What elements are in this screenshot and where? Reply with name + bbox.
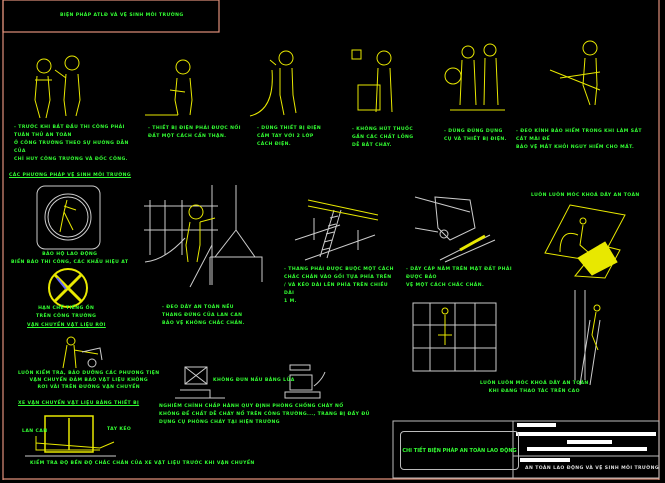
- caption-line: VỆ MỘT CÁCH CHẮC CHẮN.: [406, 283, 485, 288]
- caption-line: LUÔN KIỂM TRA, BẢO DƯỠNG CÁC PHƯƠNG TIỆN: [18, 371, 160, 376]
- caption-line: CHẮC CHẮN VÀO GỐI TỰA PHÍA TRÊN: [284, 275, 392, 280]
- caption-grounding: - THIẾT BỊ ĐIỆN PHẢI ĐƯỢC NỐI ĐẤT MỘT CÁ…: [148, 125, 248, 141]
- caption-insulated-tools: - DÙNG THIẾT BỊ ĐIỆN CẦM TAY VỚI 2 LỚP C…: [257, 125, 345, 149]
- caption-eye-protection: - ĐEO KÍNH BẢO HIỂM TRONG KHI LÀM SẮT CẮ…: [516, 128, 654, 152]
- material-cart-drawing: [25, 415, 116, 457]
- caption-line: THANG ĐỨNG CỦA LAN CAN: [162, 313, 243, 318]
- caption-cart: KIỂM TRA ĐỘ BỀN ĐỘ CHẮC CHẮN CỦA XE VẬT …: [30, 461, 255, 466]
- no-noise-sign-icon: [48, 268, 88, 308]
- caption-transport: LUÔN KIỂM TRA, BẢO DƯỠNG CÁC PHƯƠNG TIỆN…: [18, 370, 160, 391]
- caption-line: BẢO VỆ MẮT KHỎI NGUY HIỂM CHO MẮT.: [516, 145, 635, 150]
- caption-line: - DÂY CÁP NẰM TRÊN MẶT ĐẤT PHẢI ĐƯỢC BẢO: [406, 267, 512, 280]
- drawing-title: BIỆN PHÁP ATLĐ VÀ VỆ SINH MÔI TRƯỜNG: [60, 13, 184, 18]
- caption-line: TRÊN CÔNG TRƯỜNG: [36, 314, 97, 319]
- wheelbarrow-worker: [62, 336, 103, 369]
- caption-line: VẬN CHUYỂN ĐẢM BẢO VẬT LIỆU KHÔNG: [29, 378, 149, 383]
- caption-line: - KHÔNG HÚT THUỐC: [352, 127, 414, 132]
- caption-line: KHI ĐANG THAO TÁC TRÊN CAO: [488, 389, 580, 394]
- scaffold-drawing: [144, 185, 263, 288]
- caption-line: NGHIÊM CHỈNH CHẤP HÀNH QUY ĐỊNH PHÒNG CH…: [159, 404, 344, 409]
- caption-line: - ĐEO KÍNH BẢO HIỂM TRONG KHI LÀM SẮT CẮ…: [516, 129, 642, 142]
- section-heading-environment: CÁC PHƯƠNG PHÁP VỆ SINH MÔI TRƯỜNG: [9, 173, 132, 178]
- harness-drawing: [544, 204, 626, 279]
- scaffold-worker: [185, 204, 216, 263]
- caption-scaffold: - ĐEO DÂY AN TOÀN NẾU THANG ĐỨNG CỦA LAN…: [162, 304, 245, 328]
- caption-ladder: - THANG PHẢI ĐƯỢC BUỘC MỘT CÁCH CHẮC CHẮ…: [284, 266, 400, 306]
- truck-cable-drawing: [414, 196, 496, 263]
- caption-line: CÁCH ĐIỆN.: [257, 142, 292, 147]
- caption-line: - THANG PHẢI ĐƯỢC BUỘC MỘT CÁCH: [284, 267, 394, 272]
- caption-line: - ĐEO DÂY AN TOÀN NẾU: [162, 305, 234, 310]
- caption-line: CỤ VÀ THIẾT BỊ ĐIỆN.: [444, 137, 507, 142]
- worker-figures-row1: [34, 40, 601, 119]
- ladder-drawing: [294, 199, 379, 261]
- window-climb-drawing: [412, 290, 601, 386]
- caption-fire-prevention: NGHIÊM CHỈNH CHẤP HÀNH QUY ĐỊNH PHÒNG CH…: [159, 403, 370, 427]
- caption-line: - DÙNG ĐÚNG DỤNG: [444, 129, 503, 134]
- label-no-fire: KHÔNG ĐUN NẤU BẰNG LỬA: [213, 378, 295, 383]
- caption-harness: LUÔN LUÔN MÓC KHOÁ DÂY AN TOÀN: [531, 193, 640, 198]
- caption-line: BIỂN BÁO THI CÔNG, CÁC KHẨU HIỆU AT: [11, 260, 129, 265]
- caption-safety-sign: BẢO HỘ LAO ĐỘNG BIỂN BÁO THI CÔNG, CÁC K…: [11, 251, 128, 267]
- caption-line: BẢO VỆ KHÔNG CHẮC CHẮN.: [162, 321, 245, 326]
- caption-line: CẦM TAY VỚI 2 LỚP: [257, 134, 314, 139]
- heading-cart: XE VẬN CHUYỂN VẬT LIỆU BẰNG THIẾT BỊ: [18, 401, 140, 406]
- caption-work-at-height: LUÔN LUÔN MÓC KHOÁ DÂY AN TOÀN KHI ĐANG …: [480, 380, 589, 396]
- label-handle: TAY KÉO: [107, 427, 132, 432]
- caption-line: ĐẤT MỘT CÁCH CẨN THẬN.: [148, 134, 227, 139]
- caption-line: DỄ BẮT CHÁY.: [352, 143, 392, 148]
- stove-drawings: [175, 364, 326, 399]
- caption-line: - THIẾT BỊ ĐIỆN PHẢI ĐƯỢC NỐI: [148, 126, 241, 131]
- caption-line: LUÔN LUÔN MÓC KHOÁ DÂY AN TOÀN: [480, 381, 589, 386]
- caption-line: HẠN CHẾ TIẾNG ỒN: [38, 306, 95, 311]
- caption-line: RƠI VÃI TRÊN ĐƯỜNG VẬN CHUYỂN: [37, 385, 141, 390]
- caption-line: - DÙNG THIẾT BỊ ĐIỆN: [257, 126, 322, 131]
- title-block: [392, 420, 660, 479]
- caption-line: - TRƯỚC KHI BẮT ĐẦU THI CÔNG PHẢI TUÂN T…: [14, 125, 125, 138]
- caption-proper-tools: - DÙNG ĐÚNG DỤNG CỤ VÀ THIẾT BỊ ĐIỆN.: [444, 128, 510, 144]
- caption-noise: HẠN CHẾ TIẾNG ỒN TRÊN CÔNG TRƯỜNG: [36, 305, 96, 321]
- title-block-drawing-title: CHI TIẾT BIỆN PHÁP AN TOÀN LAO ĐỘNG: [400, 431, 519, 470]
- caption-line: CHỈ HUY CÔNG TRƯỜNG VÀ ĐỐC CÔNG.: [14, 157, 128, 162]
- title-block-sheet-name: AN TOÀN LAO ĐỘNG VÀ VỆ SINH MÔI TRƯỜNG: [525, 466, 659, 471]
- caption-line: BẢO HỘ LAO ĐỘNG: [42, 252, 98, 257]
- caption-line: GẦN CÁC CHẤT LỎNG: [352, 135, 414, 140]
- pedestrian-sign-icon: [36, 185, 101, 250]
- caption-no-smoking: - KHÔNG HÚT THUỐC GẦN CÁC CHẤT LỎNG DỄ B…: [352, 126, 438, 150]
- caption-line: KHÔNG ĐỂ CHẤT DỄ CHÁY NỔ TRÊN CÔNG TRƯỜN…: [159, 412, 370, 417]
- caption-line: / VÀ KÉO DÀI LÊN PHÍA TRÊN CHIỀU DÀI: [284, 283, 388, 296]
- caption-cable: - DÂY CÁP NẰM TRÊN MẶT ĐẤT PHẢI ĐƯỢC BẢO…: [406, 266, 526, 290]
- heading-transport: VẬN CHUYỂN VẬT LIỆU RỜI: [27, 323, 106, 328]
- caption-line: DỤNG CỤ PHÒNG CHÁY TẠI HIỆN TRƯỜNG: [159, 420, 280, 425]
- caption-safety-briefing: - TRƯỚC KHI BẮT ĐẦU THI CÔNG PHẢI TUÂN T…: [14, 124, 142, 164]
- label-railing: LAN CAN: [22, 429, 48, 434]
- caption-line: 1 M.: [284, 299, 297, 304]
- caption-line: Ở CÔNG TRƯỜNG THEO SỰ HƯỚNG DẪN CỦA: [14, 141, 129, 154]
